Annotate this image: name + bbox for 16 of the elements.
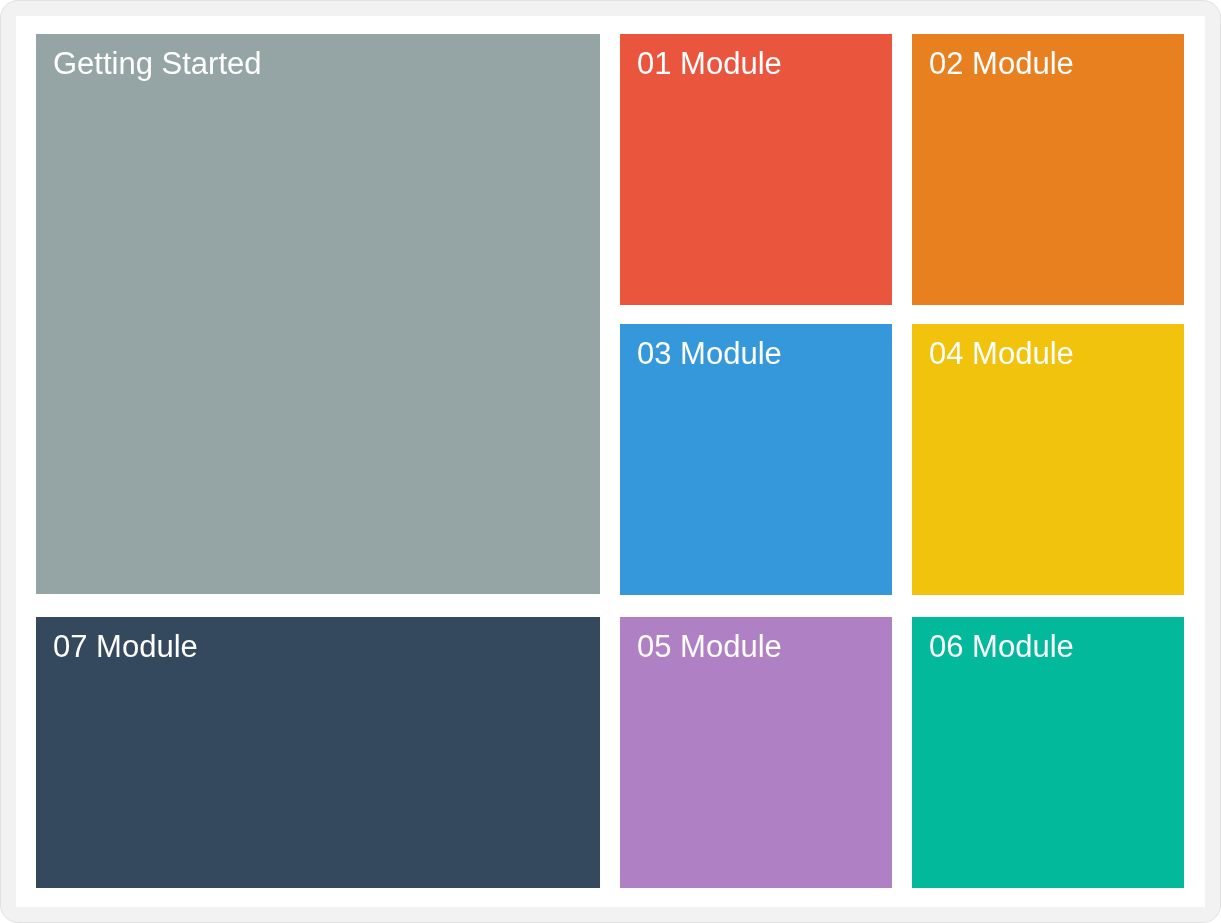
module-tile [36,34,600,594]
tile-title: 03 Module [637,336,782,372]
module-tile [912,34,1184,305]
tile-title: 01 Module [637,46,782,82]
module-tile [620,34,892,305]
tile-title: 02 Module [929,46,1074,82]
module-tile [912,617,1184,888]
module-tile [912,324,1184,595]
tile-title: 04 Module [929,336,1074,372]
tile-title: Getting Started [53,46,262,82]
module-tile [620,617,892,888]
tile-title: 07 Module [53,629,198,665]
module-tile [620,324,892,595]
tile-title: 05 Module [637,629,782,665]
module-tile [36,617,600,888]
tile-title: 06 Module [929,629,1074,665]
